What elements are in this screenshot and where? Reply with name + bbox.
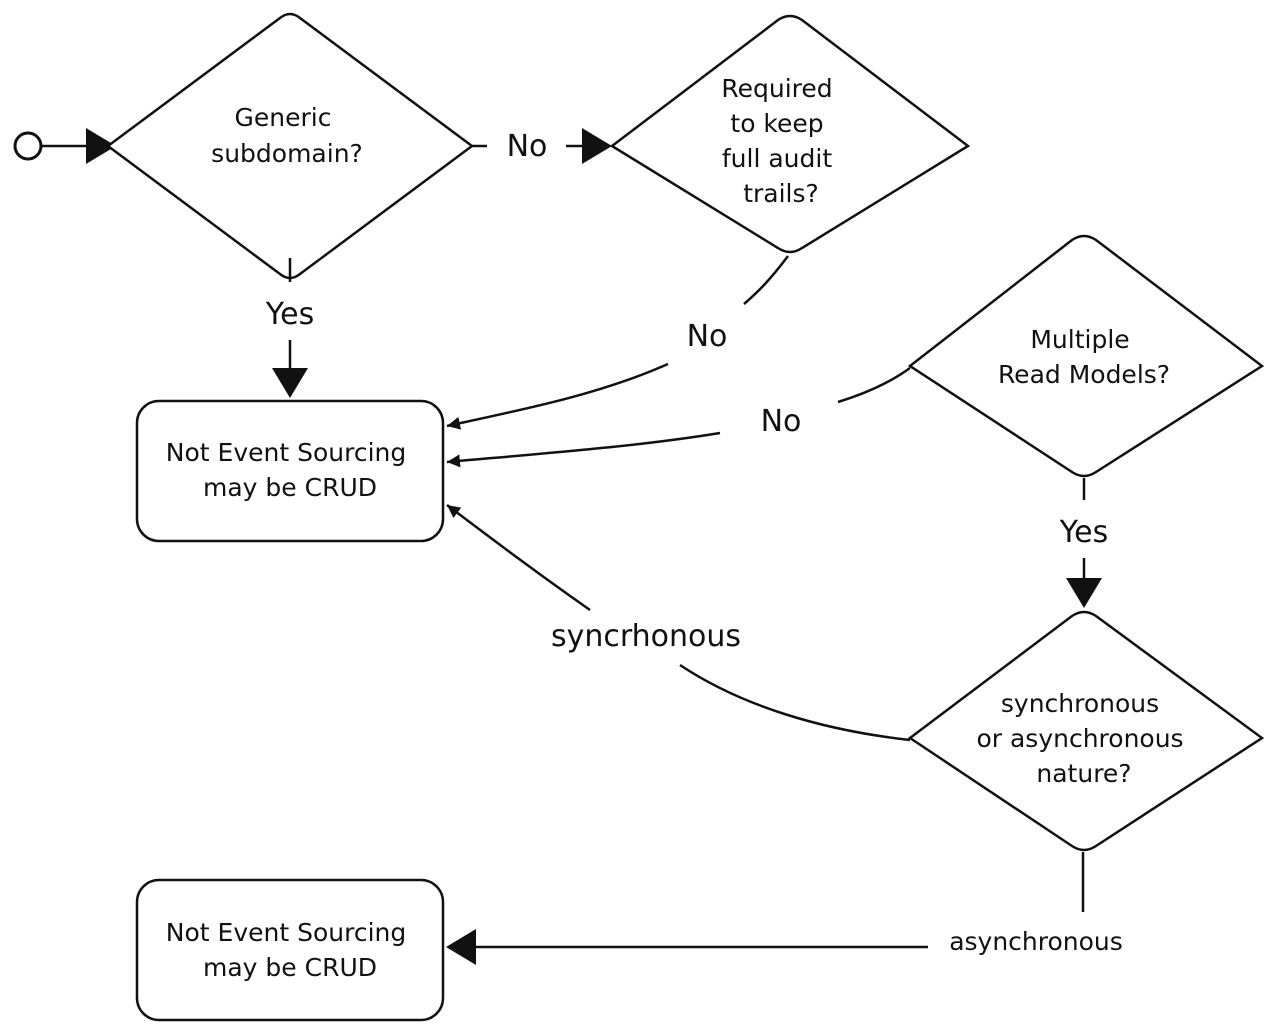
svg-text:Required to keep f: Required to keep full audit trails? [721,74,840,208]
edge-label-yes: Yes [265,297,314,332]
result-not-event-sourcing-bottom: Not Event Sourcing may be CRUD [135,878,445,1022]
edge-readmodels-yes: Yes [1059,478,1108,608]
edge-label-no: No [761,404,802,439]
node-line: Required [721,74,832,103]
edge-nature-sync: syncrhonous [446,504,911,742]
decision-generic-subdomain: Generic subdomain? [105,12,475,280]
edge-audit-no: No [446,255,789,430]
node-line: Not Event Sourcing [166,918,406,947]
edge-label-yes: Yes [1059,515,1108,550]
svg-text:Not Event Sourcing may b: Not Event Sourcing may be CRUD [166,918,414,982]
node-line: or asynchronous [976,724,1183,753]
result-not-event-sourcing-top: Not Event Sourcing may be CRUD [135,399,445,543]
edge-label-asynchronous: asynchronous [949,927,1123,956]
node-line: trails? [743,179,819,208]
edge-generic-no: No [472,128,612,164]
node-line: Not Event Sourcing [166,438,406,467]
edge-generic-yes: Yes [265,258,314,398]
decision-multiple-read-models: Multiple Read Models? [907,234,1265,478]
start-node [13,131,43,161]
edge-label-no: No [687,319,728,354]
svg-text:Multiple Read Models?: Multiple Read Models? [998,325,1170,389]
node-line: Read Models? [998,360,1170,389]
svg-text:synchronous or asynchron: synchronous or asynchronous nature? [976,689,1191,788]
svg-text:Generic subdomain?: Generic subdomain? [211,103,363,168]
node-line: subdomain? [211,139,363,168]
node-line: full audit [722,144,832,173]
node-line: nature? [1036,759,1131,788]
decision-audit-trails: Required to keep full audit trails? [609,14,971,254]
edge-label-no: No [507,129,548,164]
node-line: synchronous [1001,689,1159,718]
edge-nature-async: asynchronous [446,852,1123,965]
edge-label-synchronous: syncrhonous [551,619,741,654]
node-line: to keep [730,109,823,138]
svg-text:Not Event Sourcing may b: Not Event Sourcing may be CRUD [166,438,414,502]
edge-readmodels-no: No [446,366,911,468]
start-edge [41,128,116,164]
node-line: may be CRUD [203,473,377,502]
decision-sync-async-nature: synchronous or asynchronous nature? [907,610,1265,852]
node-line: Multiple [1030,325,1129,354]
node-line: may be CRUD [203,953,377,982]
node-line: Generic [235,103,332,132]
